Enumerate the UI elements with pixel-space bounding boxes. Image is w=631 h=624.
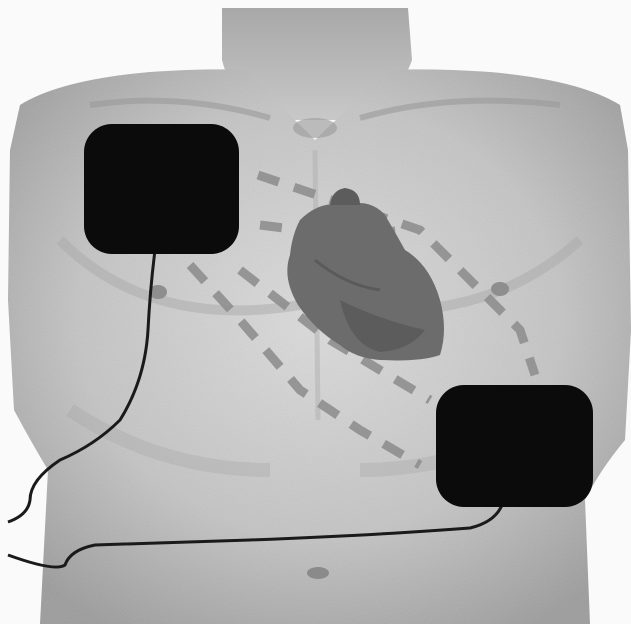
right-nipple xyxy=(491,282,509,296)
lower-electrode-pad xyxy=(436,385,593,507)
sternal-notch xyxy=(293,118,337,138)
electrode-pad-icon xyxy=(436,385,593,507)
upper-electrode-pad xyxy=(84,124,239,254)
electrode-pad-icon xyxy=(84,124,239,254)
navel xyxy=(307,567,329,579)
